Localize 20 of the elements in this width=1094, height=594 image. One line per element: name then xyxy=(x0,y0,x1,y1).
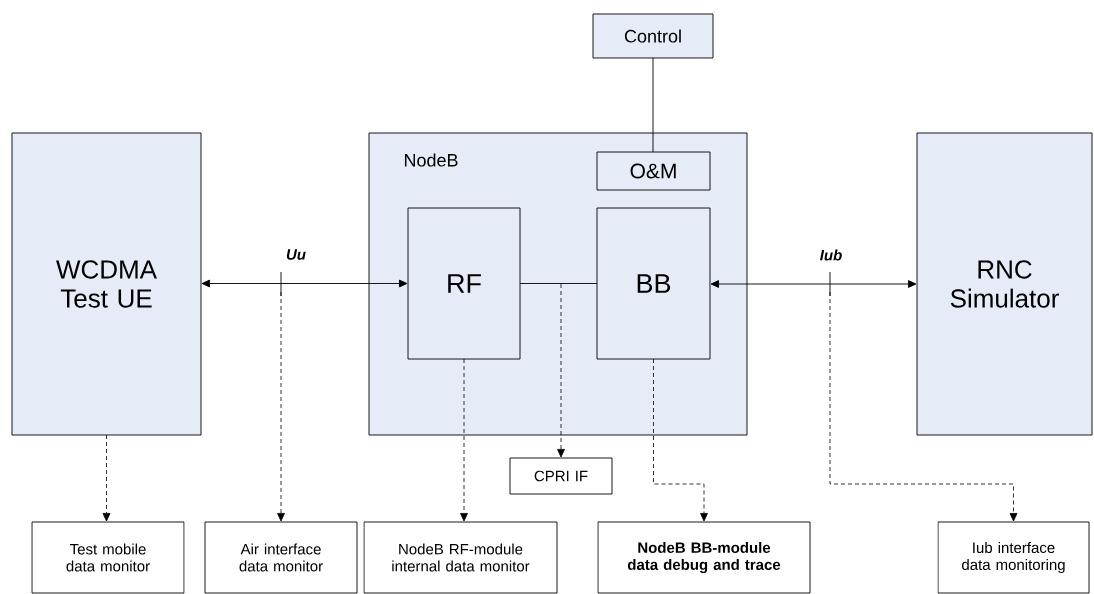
control-box: Control xyxy=(592,13,714,59)
module-box: BB xyxy=(596,207,711,360)
module-box: RF xyxy=(407,207,521,360)
simulator-box: RNC Simulator xyxy=(916,132,1093,436)
edge-label: Uu xyxy=(285,248,307,261)
arrow xyxy=(102,434,111,522)
arrow xyxy=(460,358,468,522)
monitor-box: Test mobile data monitor xyxy=(31,521,185,594)
monitor-box: NodeB BB-module data debug and trace xyxy=(597,521,811,594)
interface-box: CPRI IF xyxy=(509,457,613,495)
edge-label: Iub xyxy=(818,248,844,262)
arrow xyxy=(653,358,708,522)
device-box: WCDMA Test UE xyxy=(11,132,202,436)
monitor-box: Air interface data monitor xyxy=(204,521,358,594)
arrow xyxy=(710,280,917,288)
module-box: O&M xyxy=(596,151,711,191)
arrow xyxy=(201,279,408,288)
arrow xyxy=(557,283,565,458)
monitor-box: NodeB RF-module internal data monitor xyxy=(363,521,558,594)
monitor-box: Iub interface data monitoring xyxy=(937,521,1090,594)
